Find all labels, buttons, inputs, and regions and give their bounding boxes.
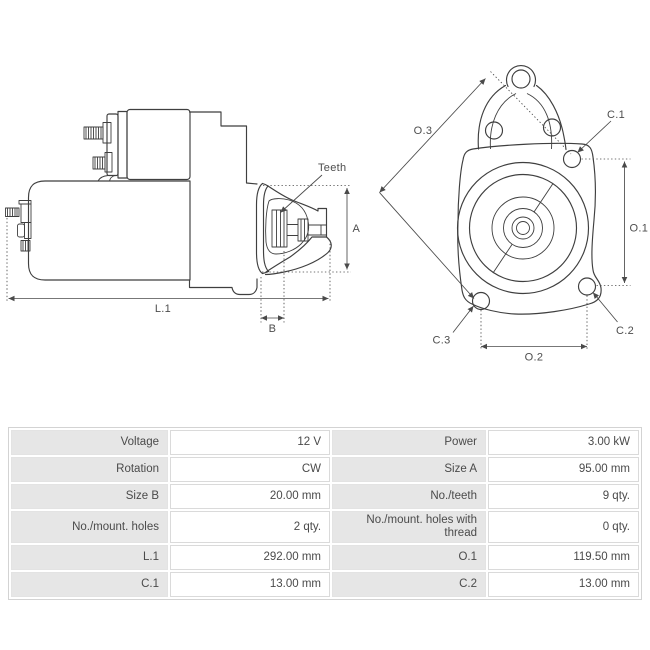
spec-label: Size B — [11, 484, 168, 509]
upper-right-hole — [542, 118, 562, 137]
dim-label-b: B — [269, 323, 277, 335]
table-row-mount-holes: No./mount. holes 2 qty. No./mount. holes… — [11, 511, 639, 543]
bore-circles — [456, 161, 590, 295]
spec-value: 95.00 mm — [488, 457, 639, 482]
spec-value: 292.00 mm — [170, 545, 331, 570]
spec-label: No./mount. holes — [11, 511, 168, 543]
starter-side-view: A L.1 B Teeth — [5, 108, 361, 335]
spec-label: No./mount. holes with thread — [332, 511, 486, 543]
mounting-lug — [5, 200, 32, 252]
spec-value: 12 V — [170, 430, 331, 455]
end-view-dimensions: O.3 C.1 O.1 C.2 C.3 O.2 — [379, 71, 649, 364]
motor-body — [27, 180, 191, 281]
dim-label-c1: C.1 — [607, 109, 625, 121]
spec-value: 13.00 mm — [488, 572, 639, 597]
spec-value: 0 qty. — [488, 511, 639, 543]
spec-table: Voltage 12 V Power 3.00 kW Rotation CW S… — [8, 427, 642, 600]
spec-label: O.1 — [332, 545, 486, 570]
side-view-dimensions: A L.1 B Teeth — [6, 162, 361, 335]
dim-label-c3: C.3 — [433, 335, 451, 347]
dim-label-o2: O.2 — [525, 352, 544, 364]
dim-label-o3: O.3 — [414, 125, 433, 137]
spec-value: 13.00 mm — [170, 572, 331, 597]
solenoid — [97, 108, 191, 182]
hole-c1 — [562, 149, 582, 169]
dim-label-o1: O.1 — [630, 223, 649, 235]
spec-label: L.1 — [11, 545, 168, 570]
end-view-bracket-arch — [477, 65, 567, 151]
table-row-sizeb-teeth: Size B 20.00 mm No./teeth 9 qty. — [11, 484, 639, 509]
spec-label: Rotation — [11, 457, 168, 482]
spec-label: Voltage — [11, 430, 168, 455]
upper-left-hole — [484, 121, 504, 140]
spec-label: Power — [332, 430, 486, 455]
spec-label: Size A — [332, 457, 486, 482]
drive-end-bell — [255, 182, 332, 276]
hole-c3 — [471, 291, 491, 311]
spec-value: 2 qty. — [170, 511, 331, 543]
pinion-gear — [271, 209, 327, 248]
teeth-label: Teeth — [318, 162, 346, 174]
table-row-c1-c2: C.1 13.00 mm C.2 13.00 mm — [11, 572, 639, 597]
table-row-rotation-sizea: Rotation CW Size A 95.00 mm — [11, 457, 639, 482]
table-row-l1-o1: L.1 292.00 mm O.1 119.50 mm — [11, 545, 639, 570]
drive-housing — [188, 111, 258, 296]
top-hole — [511, 69, 531, 89]
spec-value: 3.00 kW — [488, 430, 639, 455]
flange-holes — [471, 149, 597, 311]
spec-label: C.2 — [332, 572, 486, 597]
spec-value: 119.50 mm — [488, 545, 639, 570]
spec-table-container: Voltage 12 V Power 3.00 kW Rotation CW S… — [8, 427, 642, 600]
spec-value: CW — [170, 457, 331, 482]
starter-end-view: O.3 C.1 O.1 C.2 C.3 O.2 — [379, 65, 649, 364]
dim-label-c2: C.2 — [616, 325, 634, 337]
hole-c2 — [577, 277, 597, 296]
terminal-studs — [83, 122, 113, 173]
spec-label: No./teeth — [332, 484, 486, 509]
dim-label-l1: L.1 — [155, 303, 171, 315]
spec-label: C.1 — [11, 572, 168, 597]
dim-label-a: A — [353, 223, 361, 235]
table-row-voltage-power: Voltage 12 V Power 3.00 kW — [11, 430, 639, 455]
spec-value: 20.00 mm — [170, 484, 331, 509]
starter-motor-technical-drawing: A L.1 B Teeth — [5, 65, 649, 364]
spec-value: 9 qty. — [488, 484, 639, 509]
